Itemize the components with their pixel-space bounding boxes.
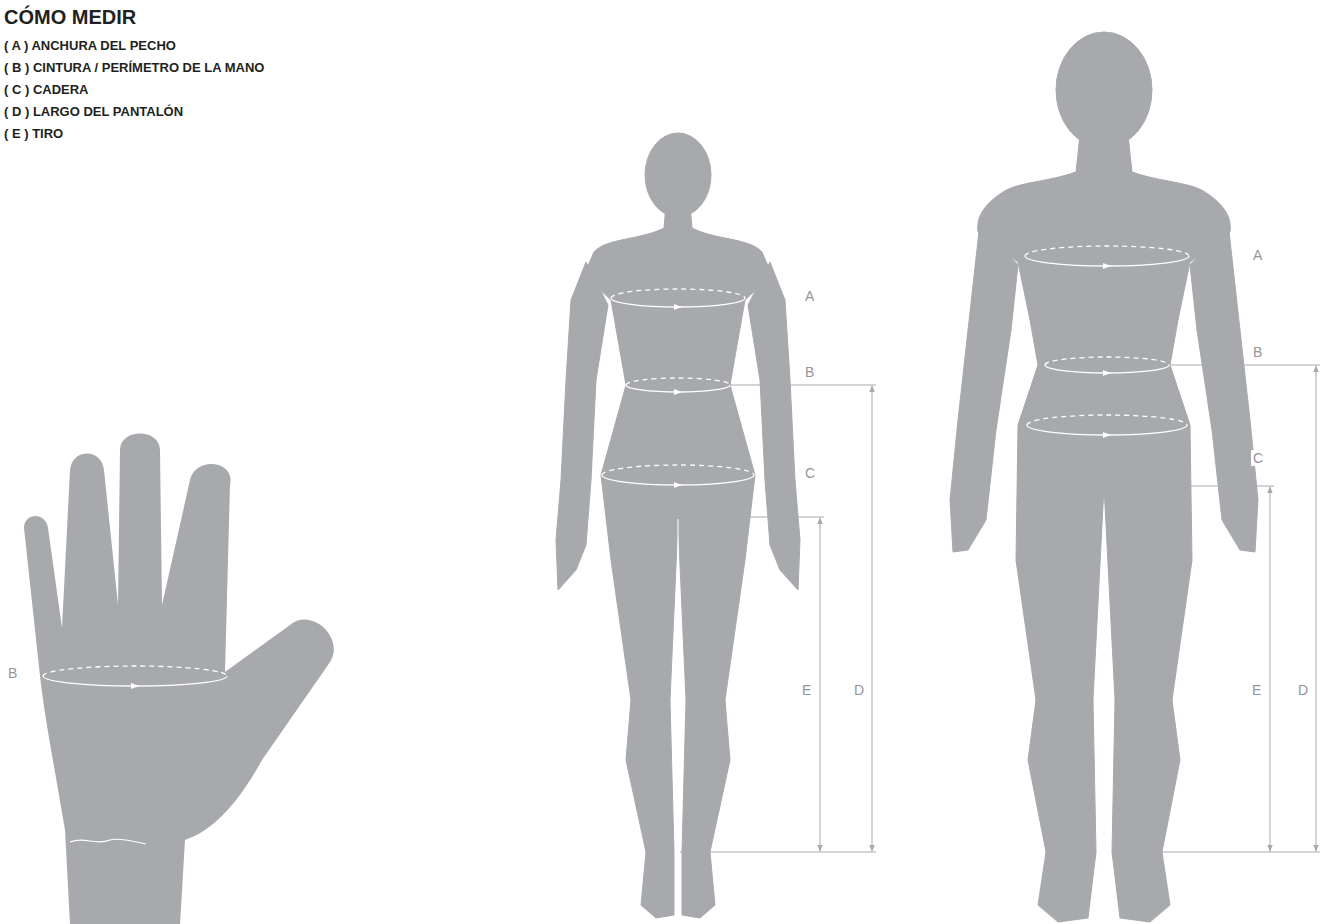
measure-letter: B — [803, 364, 816, 380]
measure-letter: C — [803, 465, 817, 481]
man-figure — [950, 32, 1258, 922]
legend-item: ( D ) LARGO DEL PANTALÓN — [4, 104, 183, 119]
measure-letter: E — [800, 682, 813, 698]
measure-letter: A — [803, 288, 816, 304]
measure-letter: D — [852, 682, 866, 698]
measure-letter: C — [1251, 450, 1265, 466]
legend-item: ( B ) CINTURA / PERÍMETRO DE LA MANO — [4, 60, 264, 75]
dimension-lines — [678, 365, 1320, 852]
legend-item: ( C ) CADERA — [4, 82, 89, 97]
woman-figure — [556, 133, 800, 918]
measure-letter: B — [6, 665, 19, 681]
measure-letter: B — [1251, 344, 1264, 360]
measure-letter: A — [1251, 247, 1264, 263]
legend-item: ( A ) ANCHURA DEL PECHO — [4, 38, 176, 53]
crotch-line — [678, 519, 679, 850]
legend-item: ( E ) TIRO — [4, 126, 63, 141]
page-title: CÓMO MEDIR — [4, 6, 136, 29]
loop-arrows — [131, 263, 1111, 689]
hand-figure — [24, 434, 334, 924]
measure-loops — [43, 246, 1189, 686]
measure-letter: D — [1296, 682, 1310, 698]
measure-letter: E — [1250, 682, 1263, 698]
